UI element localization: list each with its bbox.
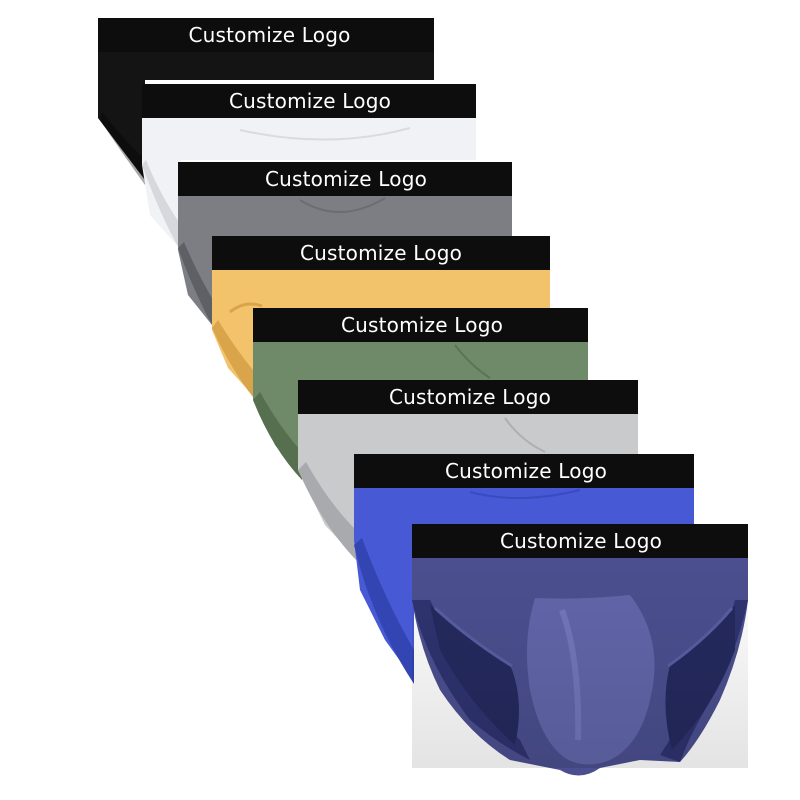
waistband-logo-text: Customize Logo (228, 89, 392, 113)
waistband-logo-text: Customize Logo (299, 241, 463, 265)
yellow-brief (212, 236, 550, 402)
navy-brief (412, 524, 748, 776)
green-brief (253, 308, 588, 480)
waistband-logo-text: Customize Logo (340, 313, 504, 337)
royal-blue-brief (354, 454, 694, 684)
waistband-logo-text: Customize Logo (444, 459, 608, 483)
black-brief (98, 18, 434, 185)
white-brief (142, 84, 476, 252)
light-gray-brief (298, 380, 638, 562)
waistband-logo-text: Customize Logo (264, 167, 428, 191)
waistband-logo-text: Customize Logo (188, 23, 351, 47)
waistband-logo-text: Customize Logo (499, 529, 663, 553)
gray-brief (178, 162, 512, 332)
waistband-logo-text: Customize Logo (388, 385, 552, 409)
